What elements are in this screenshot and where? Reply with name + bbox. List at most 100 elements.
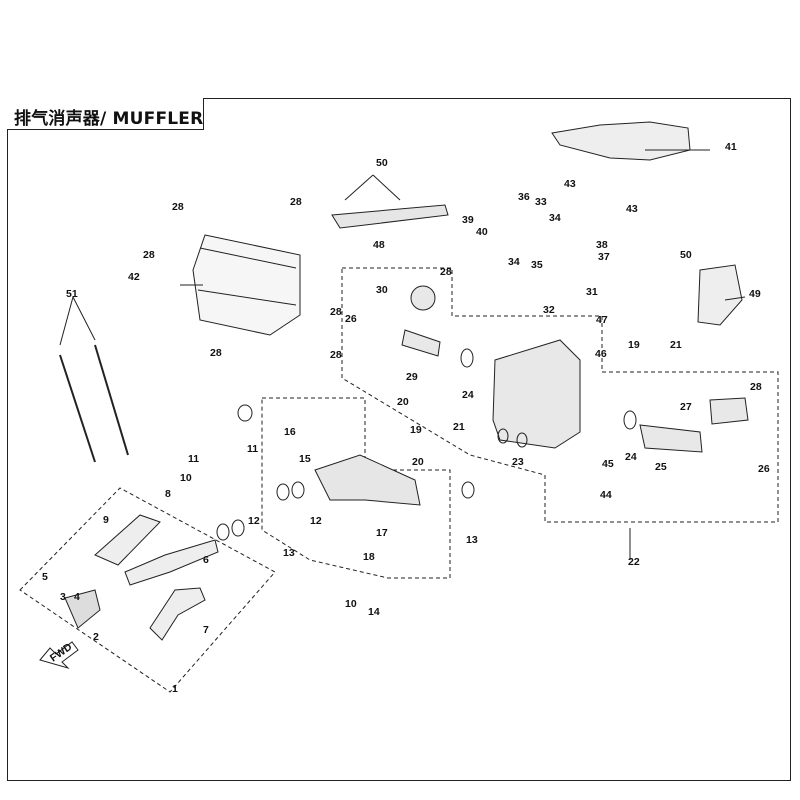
- pipe-29: [401, 329, 441, 357]
- callout-11: 11: [188, 453, 199, 465]
- callout-34: 34: [508, 256, 520, 268]
- callout-28: 28: [210, 347, 222, 359]
- callout-9: 9: [103, 514, 109, 526]
- callout-26: 26: [345, 313, 357, 325]
- tailpipe-25: [639, 424, 703, 453]
- gasket-12b: [291, 481, 305, 499]
- manifold-15: [314, 454, 421, 506]
- callout-21: 21: [453, 421, 465, 433]
- clamp-30: [410, 285, 436, 311]
- group-14-outline: [261, 397, 451, 579]
- callout-46: 46: [595, 348, 607, 360]
- header-pipe-7: [149, 587, 206, 641]
- callout-49: 49: [749, 288, 761, 300]
- callout-25: 25: [655, 461, 667, 473]
- callout-5: 5: [42, 571, 48, 583]
- callout-51: 51: [66, 288, 78, 300]
- shield-41: [551, 121, 691, 161]
- callout-27: 27: [680, 401, 692, 413]
- bracket-49: [697, 264, 743, 326]
- callout-36: 36: [518, 191, 530, 203]
- callout-19: 19: [628, 339, 640, 351]
- callout-38: 38: [596, 239, 608, 251]
- callout-13: 13: [466, 534, 478, 546]
- callout-31: 31: [586, 286, 598, 298]
- callout-19: 19: [410, 424, 422, 436]
- callout-24: 24: [462, 389, 474, 401]
- callout-20: 20: [397, 396, 409, 408]
- callout-13: 13: [283, 547, 295, 559]
- callout-47: 47: [596, 314, 608, 326]
- group-22-outline: [341, 267, 779, 523]
- callout-28: 28: [440, 266, 452, 278]
- callout-12: 12: [248, 515, 260, 527]
- callout-30: 30: [376, 284, 388, 296]
- callout-4: 4: [74, 591, 80, 603]
- callout-28: 28: [330, 306, 342, 318]
- callout-42: 42: [128, 271, 140, 283]
- gasket-23b: [516, 432, 528, 448]
- callout-43: 43: [626, 203, 638, 215]
- callout-20: 20: [412, 456, 424, 468]
- diagram-frame: [7, 98, 791, 781]
- callout-44: 44: [600, 489, 612, 501]
- sensor-51-left: [59, 354, 96, 463]
- callout-15: 15: [299, 453, 311, 465]
- cover-2: [64, 589, 101, 629]
- callout-16: 16: [284, 426, 296, 438]
- callout-14: 14: [368, 606, 380, 618]
- callout-35: 35: [531, 259, 543, 271]
- gasket-23a: [497, 428, 509, 444]
- gasket-24-right: [623, 410, 637, 430]
- callout-8: 8: [165, 488, 171, 500]
- callout-32: 32: [543, 304, 555, 316]
- callout-7: 7: [203, 624, 209, 636]
- callout-6: 6: [203, 554, 209, 566]
- fwd-arrow: [39, 641, 79, 670]
- gasket-12c: [216, 523, 230, 541]
- callout-50: 50: [376, 157, 388, 169]
- gasket-12d: [231, 519, 245, 537]
- gasket-13: [461, 481, 475, 499]
- callout-3: 3: [60, 591, 66, 603]
- callout-29: 29: [406, 371, 418, 383]
- callout-41: 41: [725, 141, 737, 153]
- callout-1: 1: [172, 683, 178, 695]
- callout-10: 10: [180, 472, 192, 484]
- callout-33: 33: [535, 196, 547, 208]
- callout-28: 28: [750, 381, 762, 393]
- gasket-12a: [276, 483, 290, 501]
- callout-28: 28: [330, 349, 342, 361]
- callout-39: 39: [462, 214, 474, 226]
- diagram-title: 排气消声器/ MUFFLER: [14, 109, 204, 129]
- callout-28: 28: [290, 196, 302, 208]
- callout-11: 11: [247, 443, 258, 455]
- clamp-27: [709, 397, 749, 425]
- muffler-body: [492, 339, 581, 449]
- callout-12: 12: [310, 515, 322, 527]
- title-box: [7, 98, 204, 130]
- heat-shield-42: [192, 234, 301, 336]
- callout-40: 40: [476, 226, 488, 238]
- callout-23: 23: [512, 456, 524, 468]
- callout-37: 37: [598, 251, 610, 263]
- shield-48: [331, 204, 449, 229]
- heat-guard-9: [94, 514, 161, 566]
- header-pipe-6: [124, 539, 219, 586]
- callout-43: 43: [564, 178, 576, 190]
- callout-34: 34: [549, 212, 561, 224]
- callout-22: 22: [628, 556, 640, 568]
- callout-21: 21: [670, 339, 682, 351]
- callout-2: 2: [93, 631, 99, 643]
- gasket-24-left: [460, 348, 474, 368]
- callout-10: 10: [345, 598, 357, 610]
- group-1-outline: [19, 487, 276, 693]
- callout-50: 50: [680, 249, 692, 261]
- gasket-11: [237, 404, 253, 422]
- callout-18: 18: [363, 551, 375, 563]
- sensor-51-right: [94, 344, 129, 456]
- callout-28: 28: [143, 249, 155, 261]
- callout-24: 24: [625, 451, 637, 463]
